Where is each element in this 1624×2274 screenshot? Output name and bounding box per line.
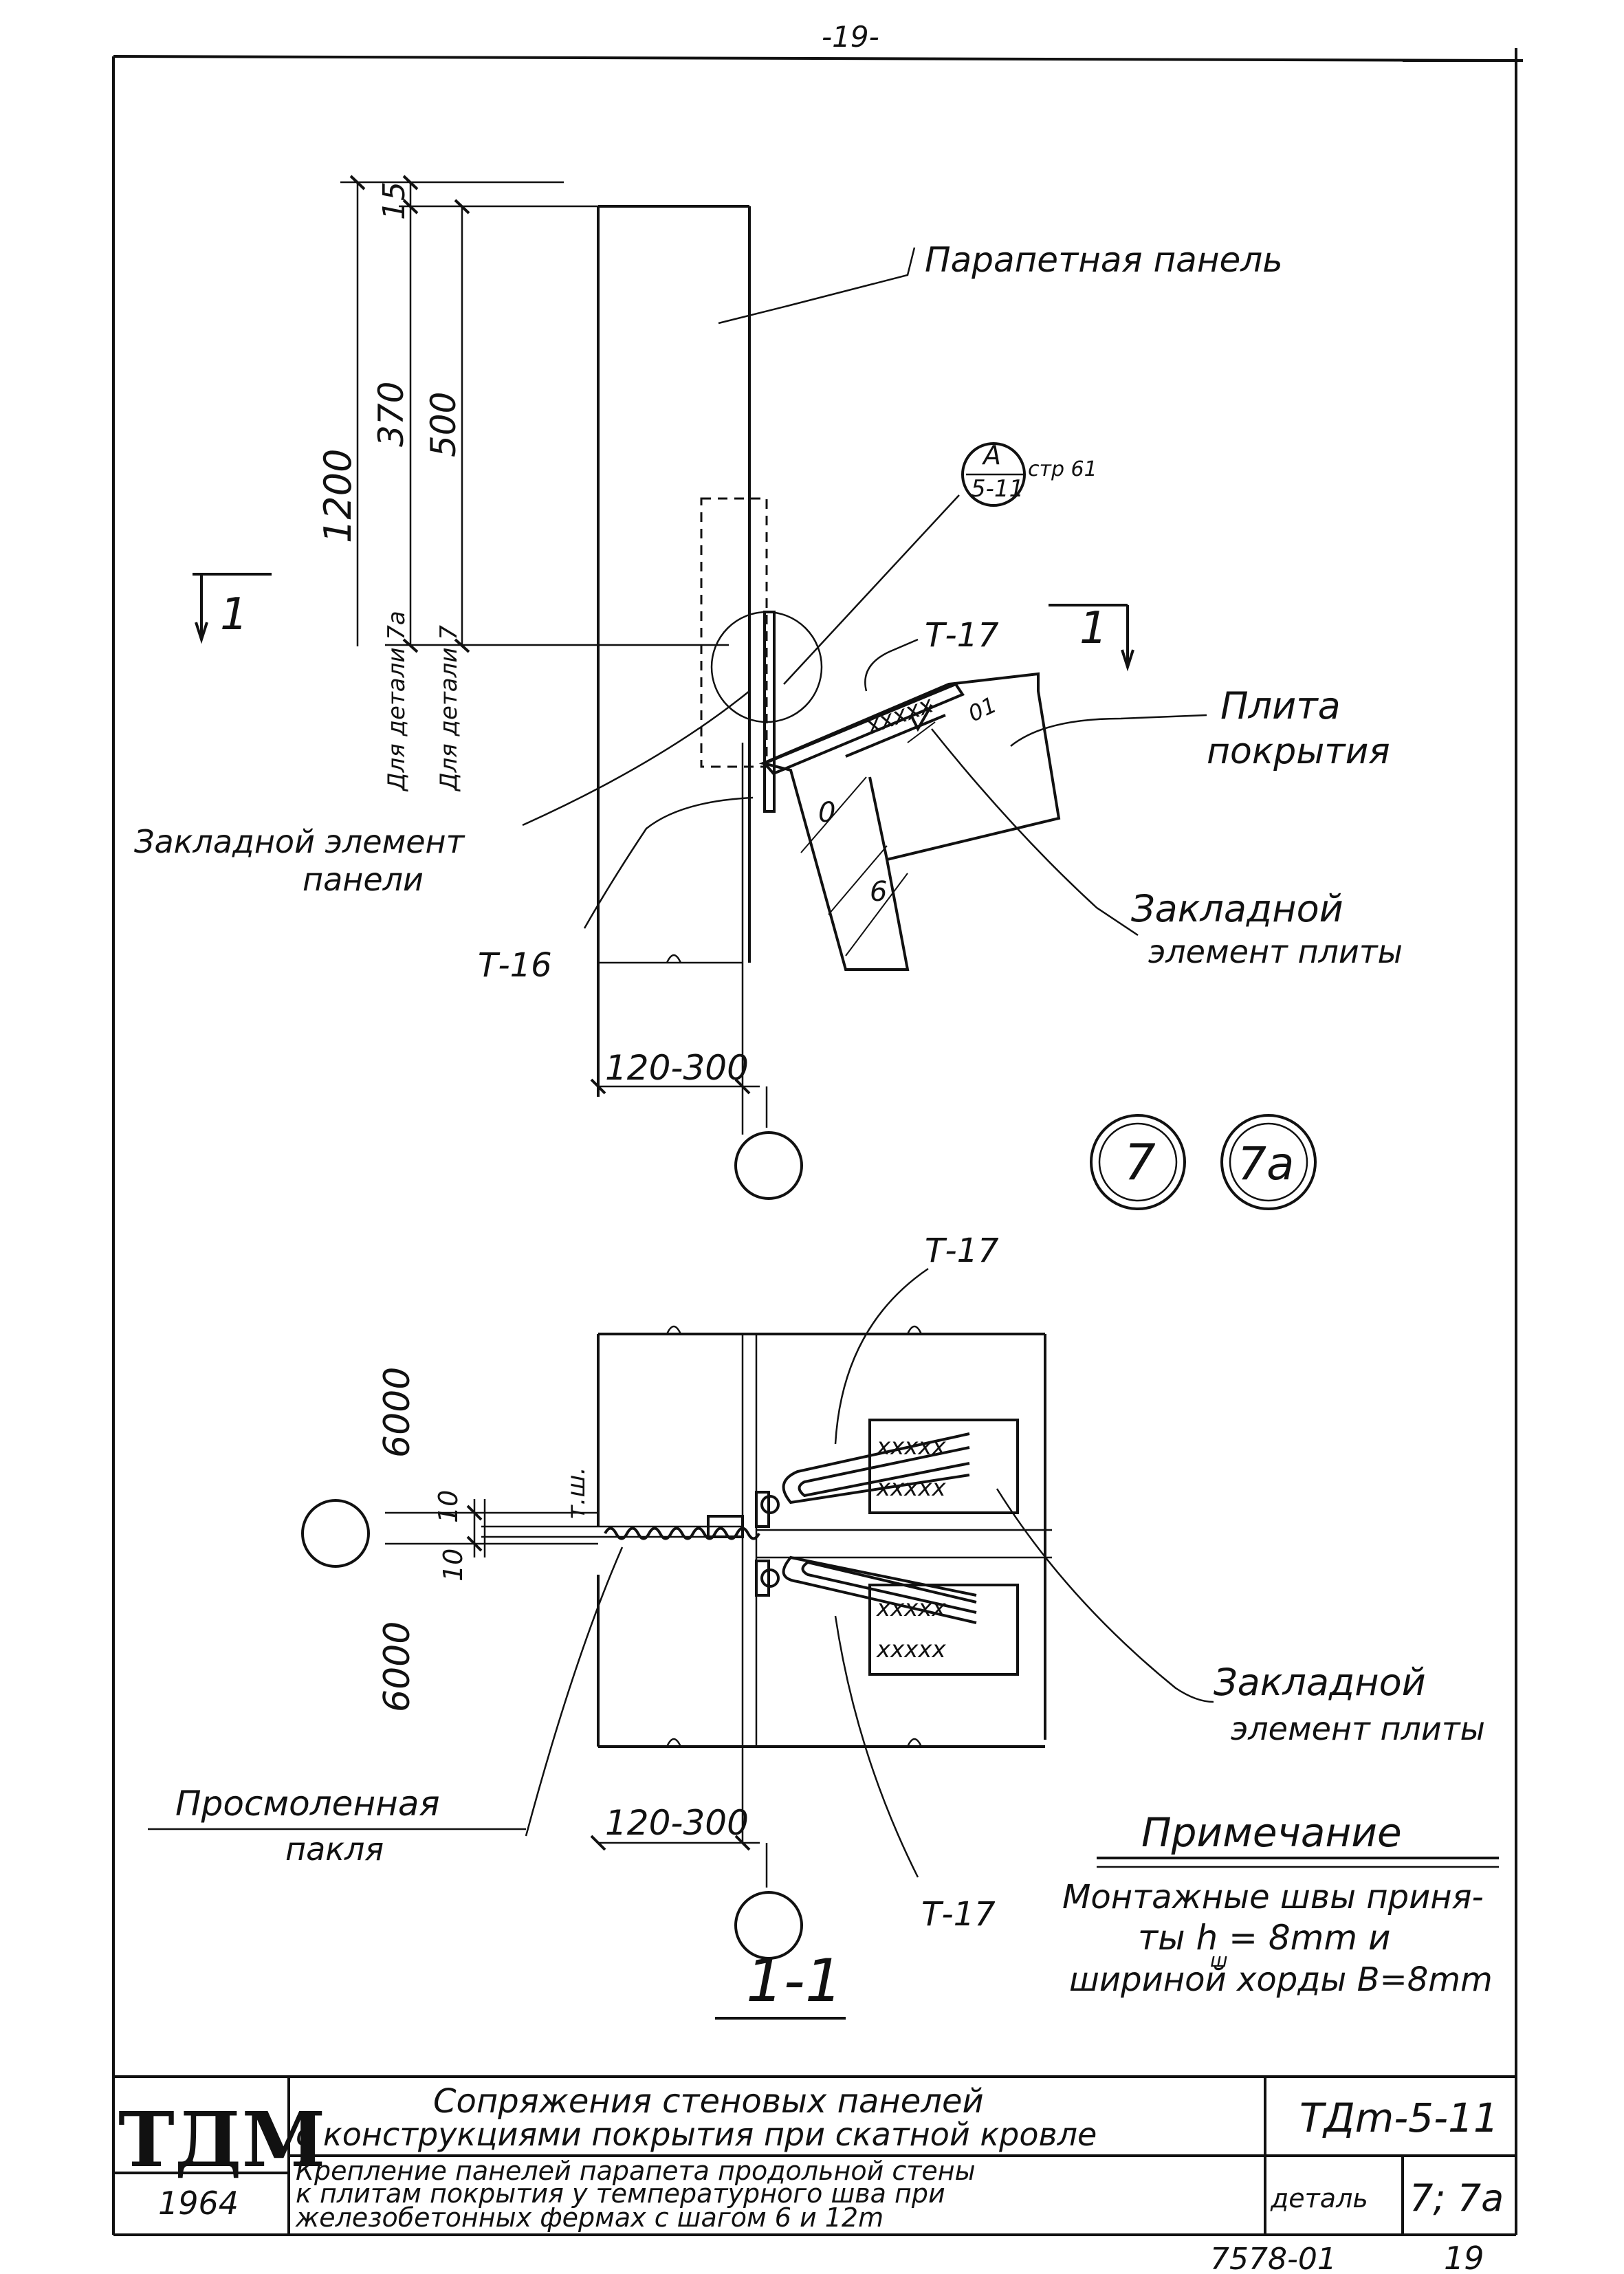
title-line-2: с конструкциями покрытия при скатной кро… xyxy=(296,2116,1097,2153)
detail-mark-7a: 7а xyxy=(1238,1137,1294,1190)
hatch-mark-c: 6 xyxy=(870,876,887,908)
label-temp-joint: т.ш. xyxy=(562,1467,591,1520)
weld-crosses-b4: xxxxx xyxy=(876,1636,946,1663)
hatch-mark-a: 01 xyxy=(964,692,1000,728)
label-t16: Т-16 xyxy=(478,946,552,985)
page-number-top: -19- xyxy=(822,20,879,54)
logo: ТДМ xyxy=(118,2095,325,2184)
hatch-mark-b: 0 xyxy=(818,797,835,829)
sheet-frame xyxy=(112,48,1523,2236)
archive-code: 7578-01 xyxy=(1210,2242,1337,2274)
dim-10a: 10 xyxy=(433,1490,463,1523)
lower-detail: xxxxx xxxxx xxxxx xxxxx 6000 6000 10 10 … xyxy=(148,1232,1485,2020)
note-line-1: Монтажные швы приня- xyxy=(1062,1878,1484,1916)
label-oakum-2: пакля xyxy=(285,1830,384,1868)
section-mark-right: 1 xyxy=(1079,603,1108,654)
detail-mark-7: 7 xyxy=(1124,1133,1156,1191)
sheet-number-bottom: 19 xyxy=(1444,2240,1484,2274)
label-slab-embed-b2: элемент плиты xyxy=(1231,1710,1485,1747)
dim-370: 370 xyxy=(371,382,411,447)
dim-width-bot: 120-300 xyxy=(605,1803,749,1843)
note-line-2-sub: ш xyxy=(1210,1949,1228,1971)
label-oakum-1: Просмоленная xyxy=(175,1784,440,1824)
label-panel-embed-1: Закладной элемент xyxy=(134,823,465,860)
dim-6000-top: 6000 xyxy=(377,1367,418,1458)
label-slab-embed-2: элемент плиты xyxy=(1148,933,1403,970)
label-slab-embed-1: Закладной xyxy=(1131,887,1343,930)
title-block: ТДМ 1964 Сопряжения стеновых панелей с к… xyxy=(113,2075,1516,2235)
dim-for-7a: Для детали 7а xyxy=(383,611,410,792)
label-roof-slab-2: покрытия xyxy=(1207,731,1390,772)
label-t17-top: Т-17 xyxy=(925,616,999,655)
section-mark-left: 1 xyxy=(220,589,248,640)
ref-sheet: 5-11 xyxy=(971,475,1024,503)
dim-for-7: Для детали 7 xyxy=(435,625,463,792)
note-block: Примечание Монтажные швы приня- ты h = 8… xyxy=(1062,1809,1499,1999)
dim-6000-bot: 6000 xyxy=(377,1621,418,1712)
label-roof-slab-1: Плита xyxy=(1220,684,1341,728)
detail-label: деталь xyxy=(1270,2183,1368,2213)
desc-line-1: Крепление панелей парапета продольной ст… xyxy=(296,2156,976,2186)
dim-width-top: 120-300 xyxy=(605,1048,749,1088)
note-title: Примечание xyxy=(1141,1809,1402,1856)
ref-page: стр 61 xyxy=(1028,457,1097,481)
detail-value: 7; 7а xyxy=(1409,2176,1504,2220)
sheet-code: ТДm-5-11 xyxy=(1299,2095,1499,2141)
label-panel-embed-2: панели xyxy=(303,861,424,898)
dim-500: 500 xyxy=(424,392,463,457)
label-t17-bot: Т-17 xyxy=(921,1895,996,1934)
ref-letter: А xyxy=(981,440,1001,470)
dim-15: 15 xyxy=(377,182,412,220)
desc-line-3: железобетонных фермах с шагом 6 и 12m xyxy=(295,2202,884,2233)
label-slab-embed-b1: Закладной xyxy=(1214,1661,1426,1704)
title-year: 1964 xyxy=(158,2185,239,2222)
section-title: 1-1 xyxy=(746,1947,842,2015)
note-line-3: шириной хорды В=8mm xyxy=(1069,1960,1493,1999)
title-line-1: Сопряжения стеновых панелей xyxy=(433,2082,984,2121)
label-parapet-panel: Парапетная панель xyxy=(925,240,1283,280)
upper-detail: 15 370 500 1200 Для детали 7а Для детали… xyxy=(134,175,1403,1210)
dim-10b: 10 xyxy=(438,1549,468,1582)
desc-line-2: к плитам покрытия у температурного шва п… xyxy=(296,2178,945,2209)
note-line-2: ты h = 8mm и xyxy=(1138,1918,1390,1958)
dim-1200: 1200 xyxy=(316,449,360,543)
label-t17-mid: Т-17 xyxy=(925,1232,999,1270)
